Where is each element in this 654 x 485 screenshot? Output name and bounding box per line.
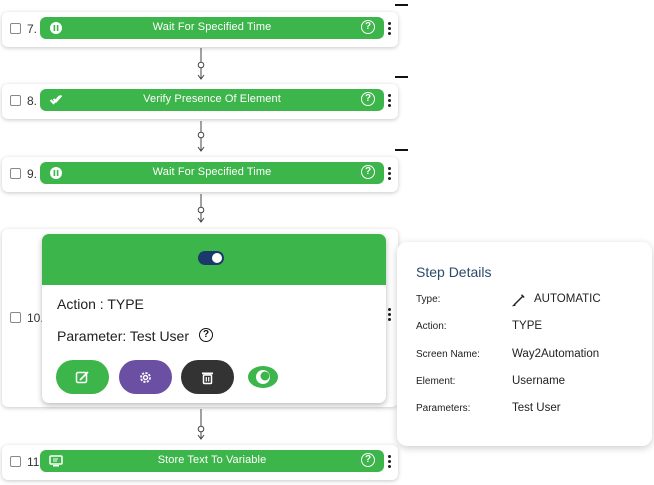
step-label: Store Text To Variable: [157, 454, 267, 466]
detail-key-type: Type:: [416, 294, 441, 305]
step-checkbox[interactable]: [10, 168, 21, 179]
more-options-icon[interactable]: [388, 22, 392, 36]
expanded-step-card: Action : TYPE Parameter: Test User ?: [42, 234, 386, 403]
step-number: 11.: [27, 455, 43, 469]
pause-icon: [50, 167, 62, 179]
step-row-7: 7. Wait For Specified Time ?: [2, 12, 398, 47]
connector-arrow: [197, 194, 205, 223]
step-action-pill[interactable]: Verify Presence Of Element ?: [40, 89, 384, 111]
collapse-dash[interactable]: [395, 4, 408, 6]
detail-key-screen-name: Screen Name:: [416, 349, 480, 360]
detail-value-element: Username: [512, 375, 566, 387]
step-number: 10.: [27, 311, 44, 325]
more-options-icon[interactable]: [388, 308, 392, 322]
step-action-pill[interactable]: Wait For Specified Time ?: [40, 17, 384, 39]
toggle-icon[interactable]: [198, 251, 224, 265]
step-checkbox[interactable]: [10, 456, 21, 467]
edit-icon: [75, 371, 89, 384]
step-checkbox[interactable]: [10, 95, 21, 106]
step-action-pill[interactable]: Store Text To Variable ?: [40, 450, 384, 472]
step-label: Verify Presence Of Element: [143, 93, 281, 105]
connector-arrow: [197, 48, 205, 80]
step-details-panel: Step Details Type: AUTOMATIC Action: TYP…: [397, 242, 652, 446]
detail-value-type: AUTOMATIC: [534, 293, 601, 305]
connector-arrow: [197, 121, 205, 152]
step-number: 9.: [27, 167, 38, 181]
step-row-11: 11. Store Text To Variable ?: [2, 445, 398, 480]
step-checkbox[interactable]: [10, 312, 21, 323]
detail-value-screen-name: Way2Automation: [512, 348, 600, 360]
help-icon[interactable]: ?: [199, 328, 213, 342]
step-number: 7.: [27, 22, 38, 36]
detail-key-action: Action:: [416, 321, 447, 332]
step-row-9: 9. Wait For Specified Time ?: [2, 157, 398, 192]
card-header: [42, 234, 386, 285]
connector-arrow: [197, 409, 205, 440]
step-label: Wait For Specified Time: [152, 21, 272, 33]
parameter-text: Parameter: Test User: [57, 328, 190, 344]
double-check-icon: [49, 94, 63, 105]
detail-key-element: Element:: [416, 376, 456, 387]
step-label: Wait For Specified Time: [152, 166, 272, 178]
edit-button[interactable]: [56, 360, 109, 394]
view-eye-icon[interactable]: [247, 364, 279, 390]
help-icon[interactable]: ?: [361, 165, 375, 179]
detail-value-parameters: Test User: [512, 402, 561, 414]
detail-key-parameters: Parameters:: [416, 403, 471, 414]
step-checkbox[interactable]: [10, 23, 21, 34]
step-number: 8.: [27, 94, 38, 108]
more-options-icon[interactable]: [388, 94, 392, 108]
help-icon[interactable]: ?: [361, 92, 375, 106]
pencil-icon: [512, 294, 525, 307]
panel-title: Step Details: [416, 264, 492, 280]
step-row-8: 8. Verify Presence Of Element ?: [2, 84, 398, 119]
trash-icon: [202, 372, 213, 385]
action-text: Action : TYPE: [57, 296, 144, 312]
collapse-dash[interactable]: [395, 149, 408, 151]
step-action-pill[interactable]: Wait For Specified Time ?: [40, 162, 384, 184]
help-icon[interactable]: ?: [361, 453, 375, 467]
help-icon[interactable]: ?: [361, 20, 375, 34]
delete-button[interactable]: [181, 360, 234, 394]
gear-icon: [140, 372, 151, 383]
detail-value-action: TYPE: [512, 320, 543, 332]
collapse-dash[interactable]: [395, 76, 408, 78]
more-options-icon[interactable]: [388, 455, 392, 469]
pause-icon: [50, 22, 62, 34]
monitor-icon: [49, 455, 63, 467]
more-options-icon[interactable]: [388, 167, 392, 181]
settings-button[interactable]: [119, 360, 172, 394]
